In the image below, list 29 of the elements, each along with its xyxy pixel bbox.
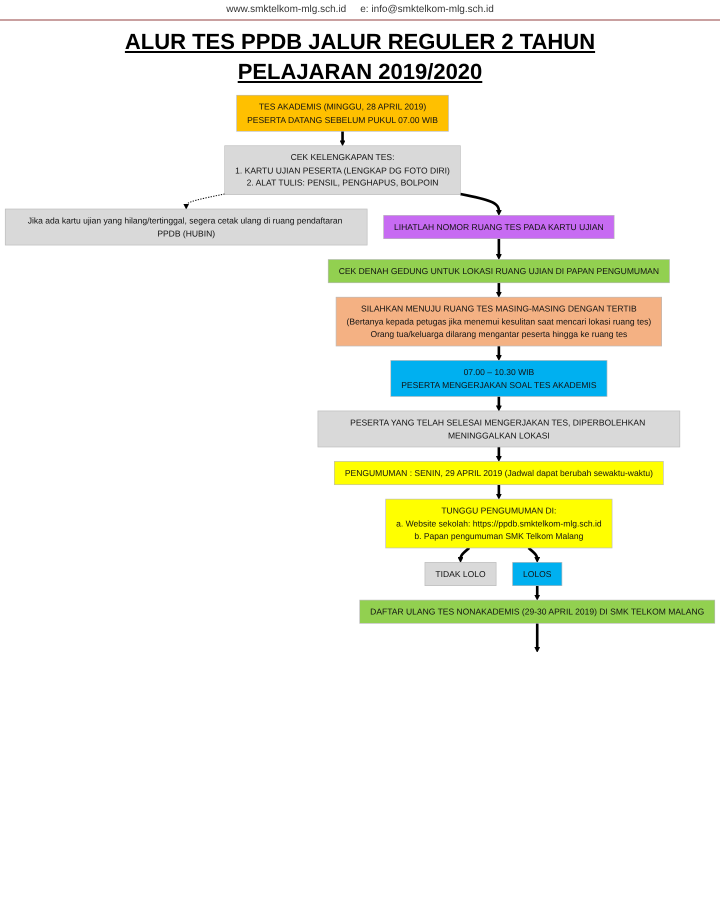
node-box: TUNGGU PENGUMUMAN DI: a. Website sekolah: https://ppdb.smktelkom-mlg.sch.id b. Papan pengumuman SMK Telkom Malang <box>385 499 612 549</box>
node-box: PENGUMUMAN : SENIN, 29 APRIL 2019 (Jadwal dapat berubah sewaktu-waktu) <box>334 461 664 486</box>
node-box: LOLOS <box>512 562 562 586</box>
arrow <box>496 484 502 500</box>
arrow <box>534 586 540 601</box>
node-box: CEK DENAH GEDUNG UNTUK LOKASI RUANG UJIAN DI PAPAN PENGUMUMAN <box>328 260 670 284</box>
header-text: e: info@smktelkom-mlg.sch.id <box>360 4 494 15</box>
header-text: www.smktelkom-mlg.sch.id <box>226 4 346 15</box>
node-box: LIHATLAH NOMOR RUANG TES PADA KARTU UJIAN <box>383 215 615 240</box>
arrow <box>460 193 502 216</box>
node-box: PESERTA YANG TELAH SELESAI MENGERJAKAN TES, DIPERBOLEHKAN MENINGGALKAN LOKASI <box>318 410 680 448</box>
arrow <box>496 239 502 260</box>
arrow <box>340 132 346 146</box>
arrow <box>496 396 502 412</box>
node-box: Jika ada kartu ujian yang hilang/tertinggal, segera cetak ulang di ruang pendaftaran PPDB (HUBIN) <box>4 209 368 246</box>
node-box: TES AKADEMIS (MINGGU, 28 APRIL 2019) PESERTA DATANG SEBELUM PUKUL 07.00 WIB <box>236 95 449 132</box>
node-box: DAFTAR ULANG TES NONAKADEMIS (29-30 APRIL 2019) DI SMK TELKOM MALANG <box>359 600 716 624</box>
node-box: CEK KELENGKAPAN TES: 1. KARTU UJIAN PESERTA (LENGKAP DG FOTO DIRI) 2. ALAT TULIS: PENSIL, PENGHAPUS, BOLPOIN <box>224 146 461 196</box>
arrow <box>528 547 540 564</box>
arrow <box>496 447 502 462</box>
node-box: SILAHKAN MENUJU RUANG TES MASING-MASING DENGAN TERTIB (Bertanya kepada petugas jika menemui kesulitan saat mencari lokasi ruang tes) Orang tua/keluarga dilarang mengantar peserta hingga ke ruang tes <box>336 297 662 347</box>
node-box: 07.00 – 10.30 WIB PESERTA MENGERJAKAN SOAL TES AKADEMIS <box>390 360 608 398</box>
title: ALUR TES PPDB JALUR REGULER 2 TAHUN PELAJARAN 2019/2020 <box>124 28 596 86</box>
arrow <box>496 346 502 362</box>
arrow <box>534 624 540 653</box>
node-box: TIDAK LOLO <box>424 562 496 586</box>
arrow <box>183 194 226 210</box>
arrow <box>496 283 502 298</box>
arrow <box>458 547 470 564</box>
